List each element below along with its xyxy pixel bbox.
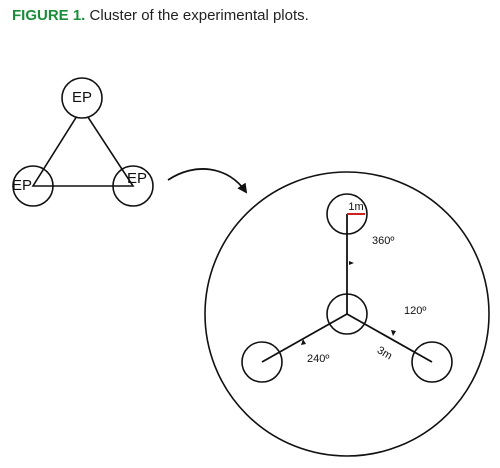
ep-label-right: EP [127,170,147,187]
angle-label-north: 360º [372,235,394,247]
ep-plot-top [61,77,103,119]
radius-label: 1m [348,201,363,213]
angle-label-southeast: 120º [404,305,426,317]
subplot-north [326,193,368,235]
figure-caption: FIGURE 1. Cluster of the experimental pl… [12,7,309,24]
figure-label: FIGURE 1. [12,7,86,24]
curved-arrow [167,168,248,194]
ep-label-top: EP [72,89,92,106]
tick-southwest [301,339,306,345]
triangle-outline [31,106,135,187]
tick-southeast [391,330,396,336]
subplot-southwest [241,341,283,383]
outer-boundary-circle [204,171,490,457]
arm-southeast [346,313,433,363]
detail-layout: 1m 360º 120º 240º 3m [204,171,490,457]
subplot-center [326,293,368,335]
tick-north [349,261,354,265]
angle-label-southwest: 240º [307,353,329,365]
arm-southwest [261,313,348,363]
ep-plot-right [112,165,154,207]
subplot-southeast [411,341,453,383]
distance-label: 3m [375,344,394,362]
figure-caption-text: Cluster of the experimental plots. [85,7,309,24]
ep-plot-left [12,165,54,207]
cluster-triangle: EP EP EP [12,77,154,207]
ep-label-left: EP [12,177,32,194]
